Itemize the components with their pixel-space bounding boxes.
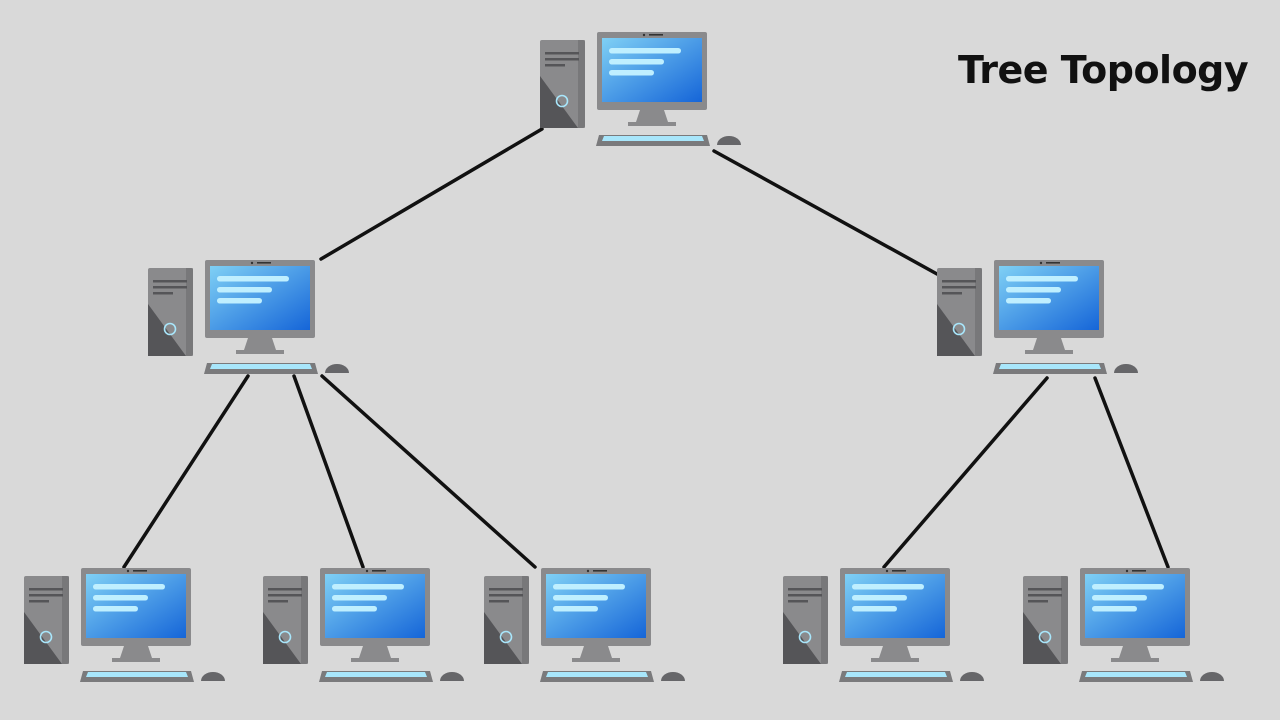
workstation-icon <box>148 260 349 374</box>
workstation-icon <box>937 260 1138 374</box>
mouse-icon <box>440 672 464 681</box>
tower-case-icon <box>148 268 193 356</box>
mouse-icon <box>201 672 225 681</box>
monitor-icon <box>994 260 1104 354</box>
tower-case-icon <box>540 40 585 128</box>
mouse-icon <box>1114 364 1138 373</box>
mouse-icon <box>325 364 349 373</box>
link-branch-left-to-leaf-1 <box>122 374 250 569</box>
link-branch-right-to-leaf-5 <box>1093 376 1170 569</box>
keyboard-icon <box>80 671 194 682</box>
keyboard-icon <box>204 363 318 374</box>
monitor-icon <box>541 568 651 662</box>
monitor-icon <box>320 568 430 662</box>
link-branch-left-to-leaf-2 <box>292 374 365 569</box>
workstation-icon <box>783 568 984 682</box>
link-branch-left-to-leaf-3 <box>320 374 537 569</box>
tower-case-icon <box>937 268 982 356</box>
mouse-icon <box>960 672 984 681</box>
link-branch-right-to-leaf-4 <box>882 376 1049 569</box>
link-root-to-branch-left <box>319 127 544 261</box>
nodes <box>24 32 1224 682</box>
monitor-icon <box>597 32 707 126</box>
tower-case-icon <box>783 576 828 664</box>
link-root-to-branch-right <box>712 149 939 276</box>
links <box>122 127 1170 569</box>
workstation-icon <box>263 568 464 682</box>
tower-case-icon <box>263 576 308 664</box>
keyboard-icon <box>319 671 433 682</box>
keyboard-icon <box>540 671 654 682</box>
workstation-icon <box>1023 568 1224 682</box>
mouse-icon <box>1200 672 1224 681</box>
tower-case-icon <box>484 576 529 664</box>
keyboard-icon <box>993 363 1107 374</box>
monitor-icon <box>205 260 315 354</box>
tower-case-icon <box>1023 576 1068 664</box>
monitor-icon <box>1080 568 1190 662</box>
keyboard-icon <box>596 135 710 146</box>
workstation-icon <box>24 568 225 682</box>
keyboard-icon <box>839 671 953 682</box>
workstation-icon <box>484 568 685 682</box>
workstation-icon <box>540 32 741 146</box>
mouse-icon <box>661 672 685 681</box>
mouse-icon <box>717 136 741 145</box>
monitor-icon <box>840 568 950 662</box>
tower-case-icon <box>24 576 69 664</box>
keyboard-icon <box>1079 671 1193 682</box>
monitor-icon <box>81 568 191 662</box>
diagram-title: Tree Topology <box>958 48 1249 92</box>
